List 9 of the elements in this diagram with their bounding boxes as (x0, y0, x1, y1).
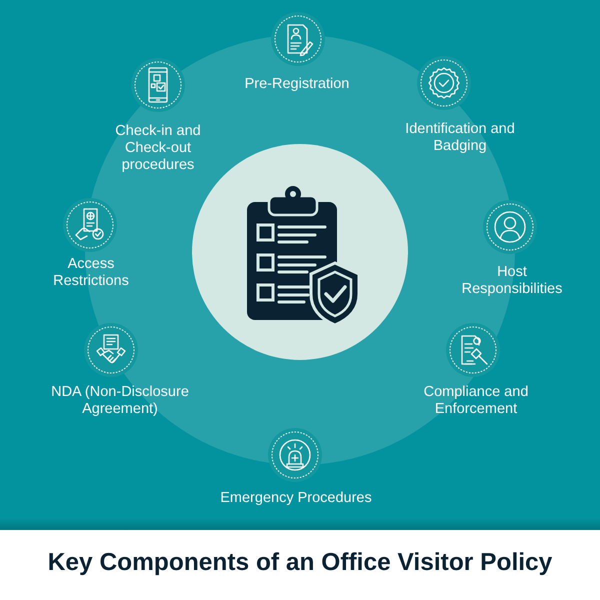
component-label: Pre-Registration (244, 76, 350, 93)
component-label: Emergency Procedures (219, 490, 373, 507)
component-label: Host Responsibilities (460, 264, 564, 298)
component-label: Compliance and Enforcement (422, 384, 530, 418)
component-label: NDA (Non-Disclosure Agreement) (50, 384, 190, 418)
component-label: Check-in and Check-out procedures (114, 123, 202, 174)
diagram-title: Key Components of an Office Visitor Policy (46, 548, 554, 578)
component-label: Access Restrictions (52, 256, 130, 290)
component-label: Identification and Badging (404, 121, 516, 155)
